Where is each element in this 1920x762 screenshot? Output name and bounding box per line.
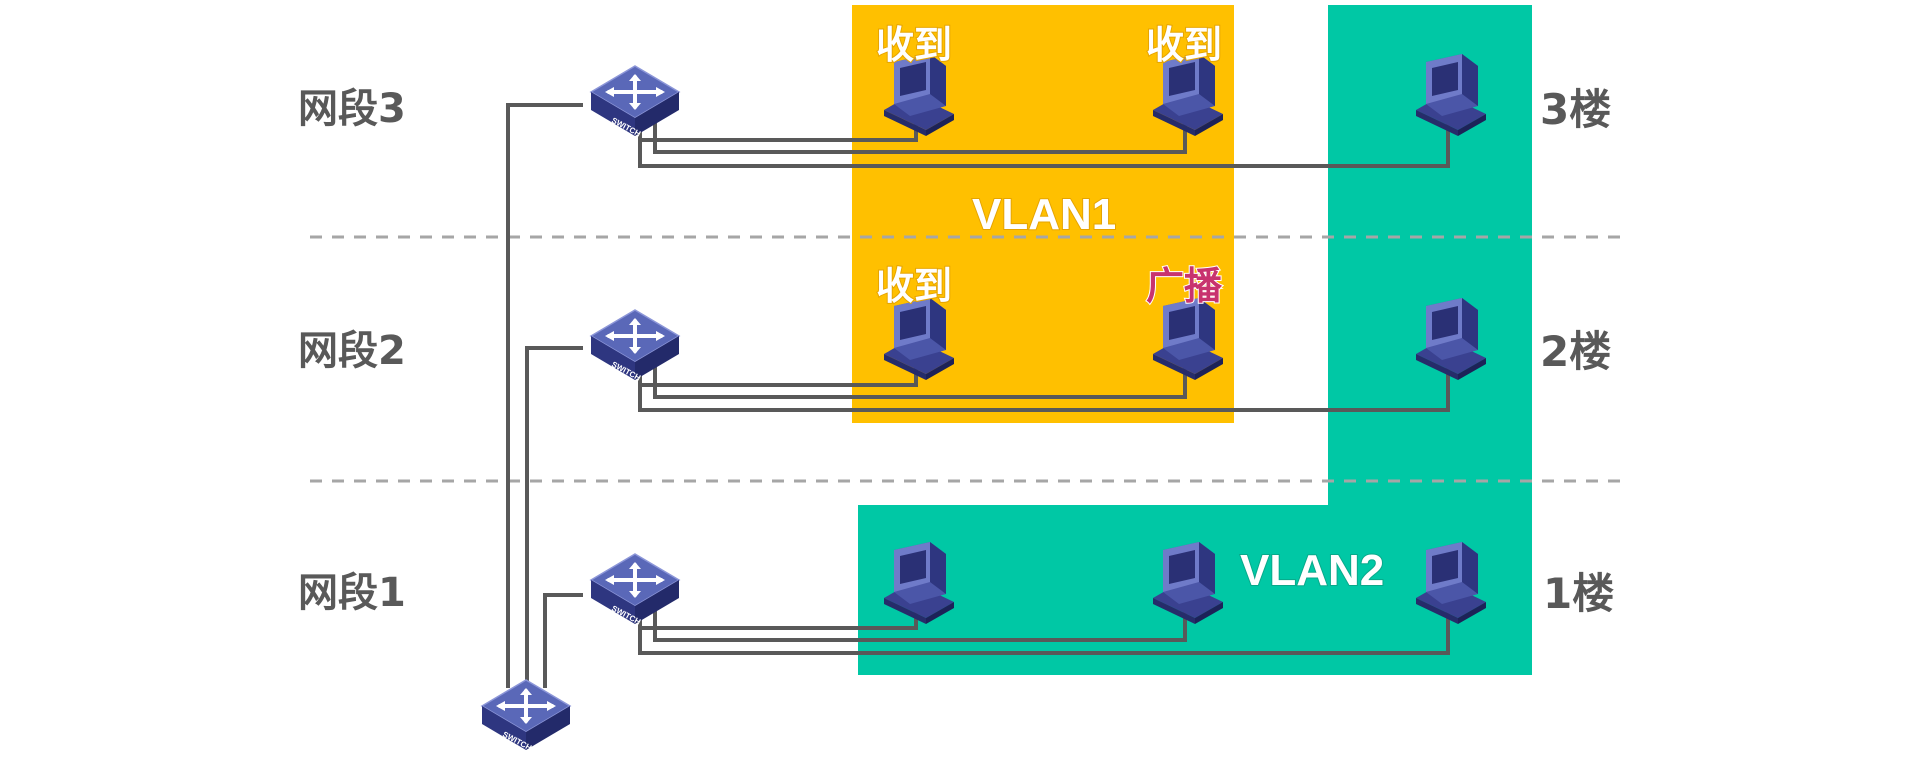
floor-label-2: 2楼 bbox=[1540, 327, 1612, 376]
network-switch-icon: SWITCH bbox=[589, 552, 681, 627]
status-received-f2-left: 收到 bbox=[875, 263, 953, 309]
vlan2-label: VLAN2 bbox=[1239, 545, 1385, 596]
vlan1-label: VLAN1 bbox=[971, 189, 1117, 240]
core-network-switch-icon: SWITCH bbox=[480, 678, 572, 753]
status-received-f3-left: 收到 bbox=[875, 22, 953, 68]
floor-label-1: 1楼 bbox=[1543, 569, 1615, 618]
status-broadcast-f2-right: 广播 bbox=[1145, 263, 1223, 309]
floor-label-3: 3楼 bbox=[1540, 85, 1612, 134]
network-switch-icon: SWITCH bbox=[589, 64, 681, 139]
network-switch-icon: SWITCH bbox=[589, 308, 681, 383]
vlan2-region bbox=[858, 5, 1532, 675]
segment-label-1: 网段1 bbox=[298, 570, 406, 616]
segment-label-2: 网段2 bbox=[298, 328, 406, 374]
status-received-f3-right: 收到 bbox=[1145, 22, 1223, 68]
segment-label-3: 网段3 bbox=[298, 86, 406, 132]
